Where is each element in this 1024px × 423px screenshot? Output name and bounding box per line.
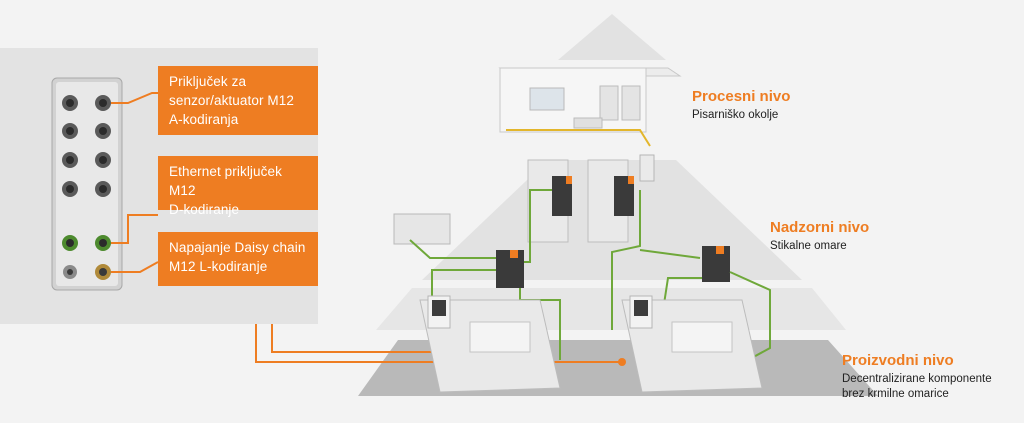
gripper-unit <box>393 213 451 245</box>
network-switch-small <box>639 154 655 182</box>
callout-power-connector: Napajanje Daisy chain M12 L-kodiranje <box>158 232 318 286</box>
m12-ethernet-ports <box>62 235 111 251</box>
pyramid-tier-top <box>558 14 666 60</box>
production-machine-right <box>621 295 763 393</box>
level-subtitle-supervisory: Stikalne omare <box>770 240 847 252</box>
ethernet-cable-lines <box>409 189 771 361</box>
level-title-supervisory: Nadzorni nivo <box>770 219 870 236</box>
m12-sensor-ports <box>62 95 111 197</box>
level-subtitle-process: Pisarniško okolje <box>692 109 779 121</box>
callout-ethernet-text: Ethernet priključek M12 D-kodiranje <box>169 164 282 217</box>
callout-sensor-connector: Priključek za senzor/aktuator M12 A-kodi… <box>158 66 318 135</box>
m12-power-ports <box>63 264 111 280</box>
ethernet-switches <box>496 246 730 288</box>
level-title-production: Proizvodni nivo <box>842 352 954 369</box>
callout-sensor-text: Priključek za senzor/aktuator M12 A-kodi… <box>169 74 294 127</box>
production-machine-left <box>419 295 561 393</box>
callout-power-text: Napajanje Daisy chain M12 L-kodiranje <box>169 240 306 274</box>
callout-leader-lines <box>111 92 159 273</box>
power-node <box>618 358 626 366</box>
level-subtitle-production: Decentralizirane komponente brez krmilne… <box>842 373 992 400</box>
callout-ethernet-connector: Ethernet priključek M12 D-kodiranje <box>158 156 318 217</box>
office-building-graphic <box>498 67 682 147</box>
switching-cabinets <box>527 159 634 243</box>
level-title-process: Procesni nivo <box>692 88 791 105</box>
